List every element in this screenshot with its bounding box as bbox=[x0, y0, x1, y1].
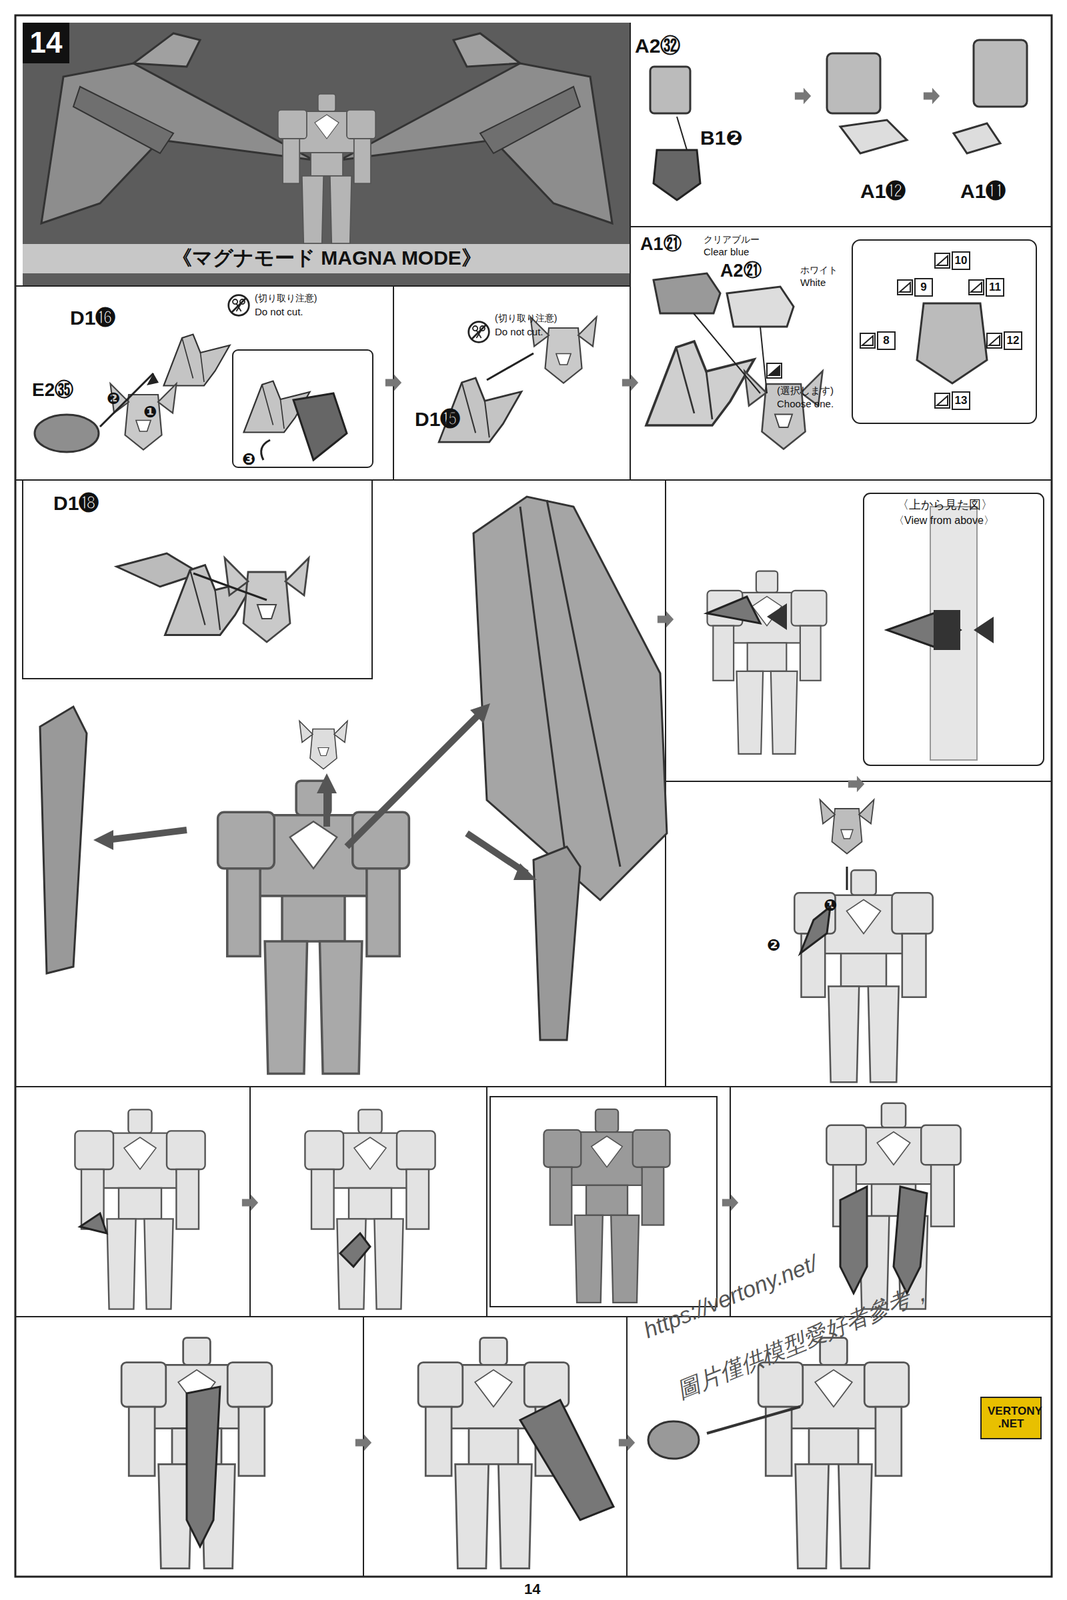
part-code: B1❷ bbox=[700, 126, 743, 149]
caution: Do not cut. bbox=[254, 306, 304, 319]
watermark: https://vertony.net/ bbox=[640, 1251, 821, 1344]
sticker-number: 11 bbox=[985, 278, 1005, 297]
view-note: 〈View from above〉 bbox=[893, 514, 995, 527]
site-logo: VERTONY .NET bbox=[980, 1397, 1042, 1440]
box-text: 12 bbox=[1006, 334, 1020, 348]
caution: Do not cut. bbox=[494, 326, 544, 339]
part-code: E2㉟ bbox=[32, 380, 74, 401]
step-marker: ❷ bbox=[766, 936, 781, 955]
part-code: A2㉑ bbox=[720, 261, 762, 282]
view-note-ja: 〈上から見た図〉 bbox=[896, 498, 993, 513]
sticker-number: 13 bbox=[951, 391, 971, 411]
part-code: D1⓯ bbox=[414, 408, 461, 431]
box-text: 10 bbox=[954, 254, 968, 268]
page-number: 14 bbox=[524, 1581, 541, 1598]
step-marker: ❸ bbox=[242, 450, 256, 469]
step-number: 14 bbox=[22, 22, 70, 64]
step-marker: ❶ bbox=[823, 896, 837, 915]
part-code: A1⓫ bbox=[960, 180, 1006, 203]
choose-note: Choose one. bbox=[776, 398, 834, 411]
choose-note-ja: (選択します) bbox=[776, 385, 834, 397]
color-note: Clear blue bbox=[703, 246, 749, 259]
box-text: VERTONY .NET bbox=[987, 1405, 1035, 1431]
caution-ja: (切り取り注意) bbox=[494, 313, 557, 324]
sticker-number: 10 bbox=[951, 251, 971, 271]
step-marker: ❷ bbox=[106, 390, 121, 408]
sticker-number: 12 bbox=[1003, 331, 1023, 351]
box-text: 14 bbox=[30, 26, 63, 59]
color-note-ja: クリアブルー bbox=[703, 234, 760, 245]
sticker-number: 8 bbox=[876, 331, 896, 351]
color-note-ja: ホワイト bbox=[800, 265, 838, 276]
box-text: 9 bbox=[920, 281, 927, 295]
mode-title: 《マグナモード MAGNA MODE》 bbox=[172, 246, 482, 269]
sticker-number: 9 bbox=[914, 278, 933, 297]
part-code: A1㉑ bbox=[640, 234, 682, 255]
color-note: White bbox=[800, 277, 826, 289]
box-text: 11 bbox=[988, 281, 1001, 295]
box-text: 13 bbox=[954, 394, 968, 408]
part-code: D1⓰ bbox=[70, 306, 116, 329]
caution-ja: (切り取り注意) bbox=[254, 293, 317, 304]
part-code: A1⓬ bbox=[860, 180, 906, 203]
part-code: A2㉜ bbox=[634, 34, 681, 57]
part-code: D1⓲ bbox=[53, 492, 99, 515]
step-marker: ❶ bbox=[143, 403, 157, 421]
box-text: 8 bbox=[882, 334, 889, 348]
